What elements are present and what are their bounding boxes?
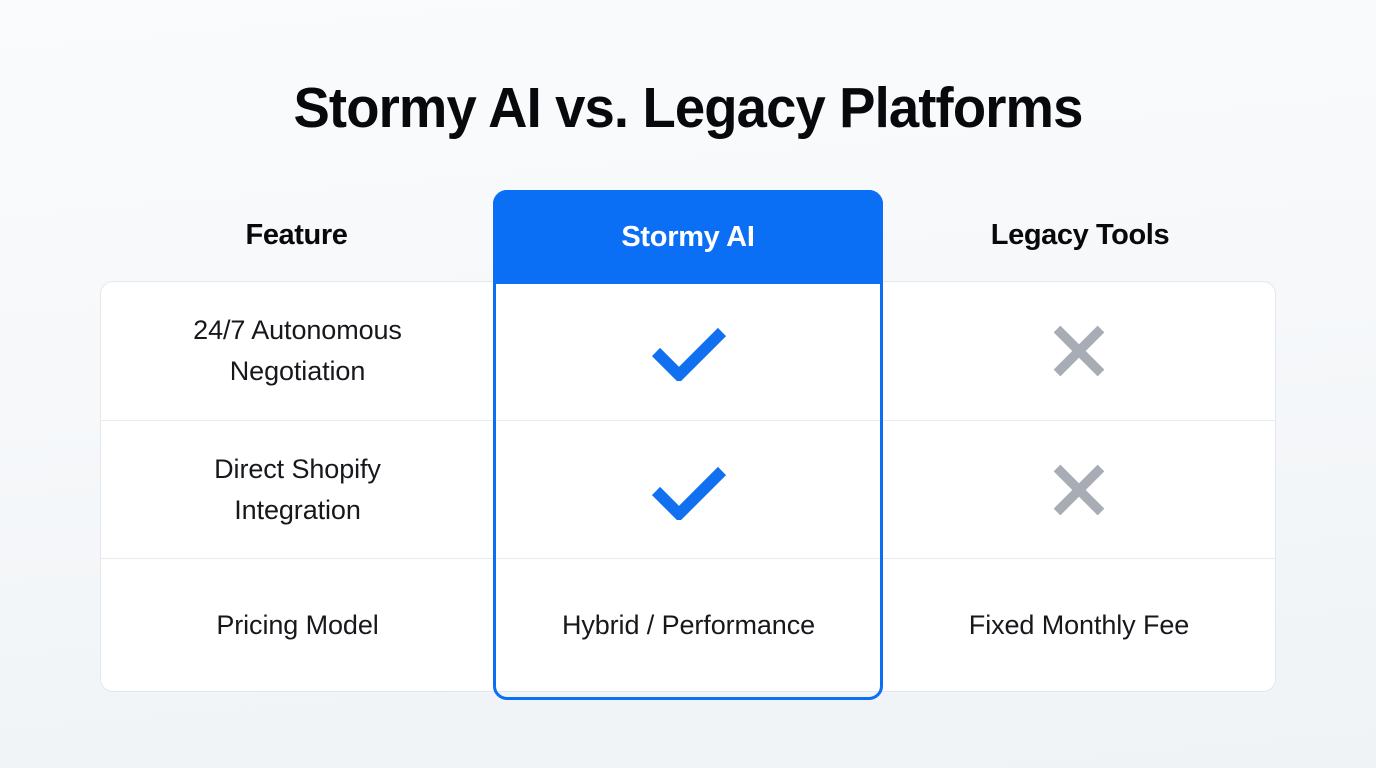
cell-feature: Pricing Model xyxy=(101,559,494,691)
table-body-card: 24/7 Autonomous Negotiation xyxy=(100,281,1276,692)
cross-icon xyxy=(1050,461,1108,519)
table-header-row: Feature Legacy Tools xyxy=(100,190,1276,281)
column-header-legacy-tools: Legacy Tools xyxy=(990,219,1170,251)
stormy-pricing-value: Hybrid / Performance xyxy=(561,610,816,640)
feature-label: 24/7 Autonomous Negotiation xyxy=(193,315,402,386)
cell-legacy-tools xyxy=(883,421,1275,558)
cell-legacy-tools xyxy=(883,282,1275,420)
table-row: 24/7 Autonomous Negotiation xyxy=(101,282,1275,420)
page-title: Stormy AI vs. Legacy Platforms xyxy=(293,76,1083,140)
feature-label: Direct Shopify Integration xyxy=(214,453,381,525)
cell-feature: 24/7 Autonomous Negotiation xyxy=(101,282,494,420)
legacy-pricing-value: Fixed Monthly Fee xyxy=(968,610,1190,640)
table-row: Direct Shopify Integration xyxy=(101,420,1275,558)
cell-stormy-ai xyxy=(494,282,883,420)
comparison-table: Feature Legacy Tools 24/7 Autonomous Neg… xyxy=(100,190,1276,700)
check-icon xyxy=(651,460,727,520)
check-icon xyxy=(651,321,727,381)
cell-legacy-tools: Fixed Monthly Fee xyxy=(883,559,1275,691)
table-row: Pricing Model Hybrid / Performance Fixed… xyxy=(101,558,1275,691)
column-header-stormy-ai-label: Stormy AI xyxy=(621,220,755,253)
cell-feature: Direct Shopify Integration xyxy=(101,421,494,558)
feature-label: Pricing Model xyxy=(216,609,379,640)
cell-stormy-ai xyxy=(494,421,883,558)
cell-stormy-ai: Hybrid / Performance xyxy=(494,559,883,691)
cross-icon xyxy=(1050,322,1108,380)
column-header-feature: Feature xyxy=(245,219,348,251)
column-header-stormy-ai: Stormy AI xyxy=(493,190,883,284)
